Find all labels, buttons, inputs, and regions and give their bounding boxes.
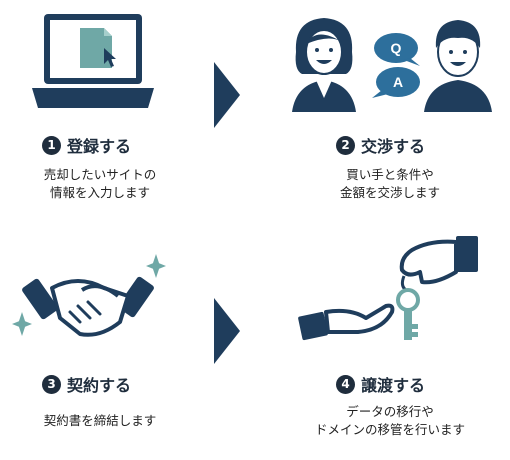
- key-handover-illustration: [298, 236, 478, 341]
- step-4-desc-line: ドメインの移管を行います: [314, 422, 465, 437]
- step-2-number: 2: [336, 135, 355, 155]
- arrow-right-icon: [214, 298, 240, 364]
- bubble-a-label: A: [393, 74, 403, 90]
- person-icon: [424, 20, 492, 112]
- handshake-icon: [22, 276, 154, 337]
- speech-bubble-icon: Q A: [372, 33, 420, 98]
- step-1-number: 1: [42, 135, 61, 155]
- step-2-description: 買い手と条件や 金額を交渉します: [300, 166, 480, 202]
- document-icon: [80, 28, 112, 68]
- step-3-title: 3 契約する: [42, 372, 131, 396]
- step-3-label: 契約する: [67, 376, 132, 395]
- step-4-description: データの移行や ドメインの移管を行います: [290, 403, 490, 439]
- negotiation-illustration: Q A: [292, 18, 492, 112]
- step-4-number: 4: [336, 374, 355, 394]
- step-1-description: 売却したいサイトの 情報を入力します: [10, 166, 190, 202]
- hand-icon: [298, 303, 395, 341]
- step-1-label: 登録する: [67, 137, 132, 156]
- arrow-right-icon: [214, 62, 240, 128]
- step-4-title: 4 譲渡する: [336, 372, 425, 396]
- step-2-desc-line: 金額を交渉します: [339, 185, 440, 200]
- sparkle-icon: [146, 254, 166, 278]
- person-icon: [292, 18, 356, 112]
- step-1-desc-line: 売却したいサイトの: [43, 167, 157, 182]
- sparkle-icon: [12, 312, 32, 336]
- step-1-desc-line: 情報を入力します: [49, 185, 150, 200]
- cursor-icon: [104, 48, 116, 67]
- step-4-desc-line: データの移行や: [346, 404, 434, 419]
- hand-icon: [399, 236, 478, 285]
- step-1-title: 1 登録する: [42, 133, 131, 157]
- step-2-desc-line: 買い手と条件や: [346, 167, 434, 182]
- step-3-number: 3: [42, 374, 61, 394]
- step-2-title: 2 交渉する: [336, 133, 425, 157]
- bubble-q-label: Q: [391, 40, 402, 56]
- key-icon: [396, 275, 420, 340]
- step-4-label: 譲渡する: [361, 376, 426, 395]
- laptop-illustration: [32, 14, 154, 108]
- step-3-description: 契約書を締結します: [10, 412, 190, 430]
- handshake-illustration: [12, 254, 166, 337]
- step-2-label: 交渉する: [361, 137, 426, 156]
- step-3-desc-line: 契約書を締結します: [43, 413, 157, 428]
